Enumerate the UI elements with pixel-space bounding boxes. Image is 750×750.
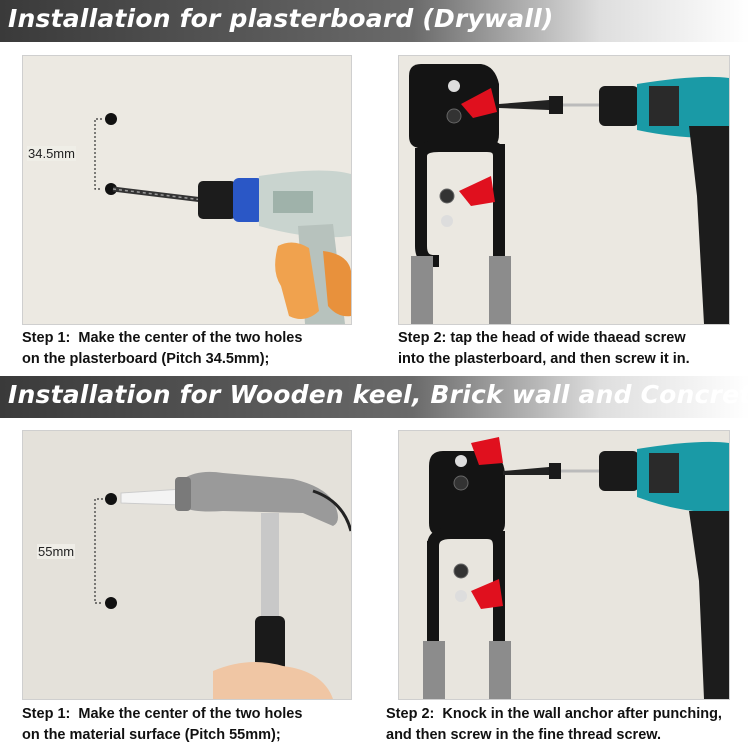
step-label: Step 1:	[22, 706, 71, 722]
step-text-line1: Make the center of the two holes	[78, 706, 303, 722]
arrow-top	[461, 88, 497, 118]
arrow-bottom	[459, 176, 495, 206]
arrow-bottom	[471, 579, 503, 609]
step-text-line1: tap the head of wide thaead screw	[450, 330, 686, 346]
step-text-line2: into the plasterboard, and then screw it…	[398, 351, 690, 367]
step-text-line1: Knock in the wall anchor after punching,	[442, 706, 722, 722]
step-label: Step 2:	[386, 706, 435, 722]
step-text-line1: Make the center of the two holes	[78, 330, 303, 346]
caption-step1-concrete: Step 1: Make the center of the two holes…	[22, 704, 302, 746]
hole-marker-bottom	[105, 183, 117, 195]
photo-hook-screw-drywall	[398, 55, 730, 325]
hole-marker-top	[105, 493, 117, 505]
step-text-line2: on the plasterboard (Pitch 34.5mm);	[22, 351, 270, 367]
step-text-line2: and then screw in the fine thread screw.	[386, 727, 662, 743]
section-banner-drywall: Installation for plasterboard (Drywall)	[0, 0, 750, 42]
step-text-line2: on the material surface (Pitch 55mm);	[22, 727, 281, 743]
step-label: Step 2:	[398, 330, 447, 346]
section-title-drywall: Installation for plasterboard (Drywall)	[8, 4, 554, 33]
caption-step1-drywall: Step 1: Make the center of the two holes…	[22, 328, 302, 370]
measurement-label-55mm: 55mm	[37, 544, 76, 559]
photo-drill-plasterboard: 34.5mm	[22, 55, 352, 325]
hole-marker-bottom	[105, 597, 117, 609]
measurement-label-34-5mm: 34.5mm	[27, 146, 76, 161]
caption-step2-concrete: Step 2: Knock in the wall anchor after p…	[386, 704, 722, 746]
photo-hook-screw-concrete	[398, 430, 730, 700]
section-banner-wood-brick-concrete: Installation for Wooden keel, Brick wall…	[0, 376, 750, 418]
caption-step2-drywall: Step 2: tap the head of wide thaead scre…	[398, 328, 690, 370]
step-label: Step 1:	[22, 330, 71, 346]
photo-hammer-anchor: 55mm	[22, 430, 352, 700]
section-title-wood-brick-concrete: Installation for Wooden keel, Brick wall…	[8, 380, 750, 409]
hole-marker-top	[105, 113, 117, 125]
arrow-top	[471, 437, 503, 465]
